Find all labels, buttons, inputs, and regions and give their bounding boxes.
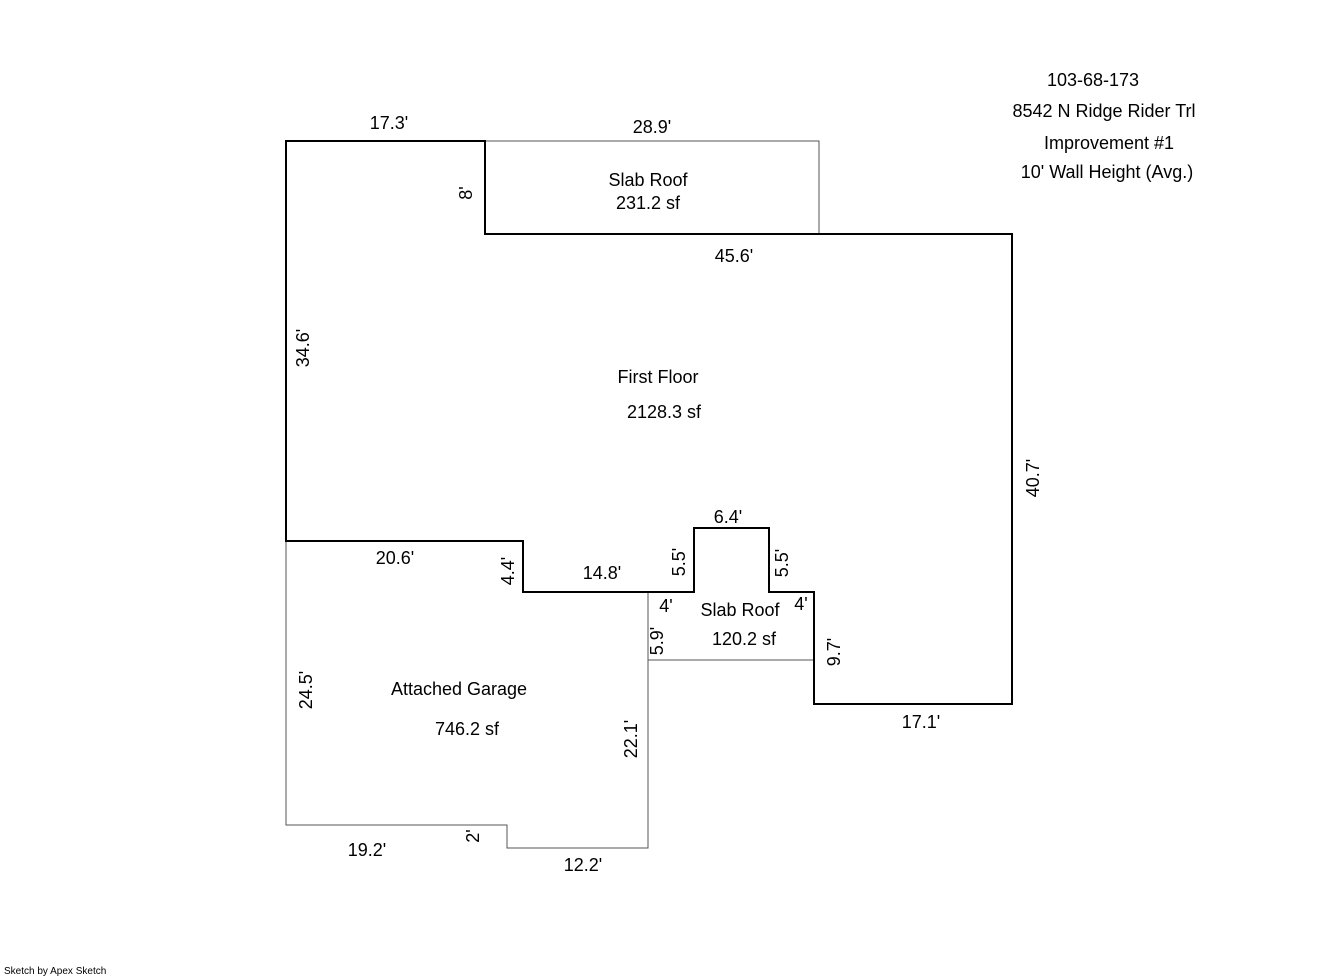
dim-20-6: 20.6' bbox=[376, 548, 414, 568]
dim-4-left: 4' bbox=[659, 596, 672, 616]
dim-22-1: 22.1' bbox=[621, 720, 641, 758]
sketch-credit: Sketch by Apex Sketch bbox=[4, 966, 107, 977]
improvement-label: Improvement #1 bbox=[1044, 133, 1174, 153]
dim-5-5-left: 5.5' bbox=[669, 548, 689, 576]
dim-8: 8' bbox=[456, 186, 476, 199]
dim-45-6: 45.6' bbox=[715, 246, 753, 266]
parcel-id: 103-68-173 bbox=[1047, 70, 1139, 90]
first-floor-outline bbox=[285, 140, 1013, 705]
dim-17-1: 17.1' bbox=[902, 712, 940, 732]
property-address: 8542 N Ridge Rider Trl bbox=[1012, 101, 1195, 121]
garage-outline bbox=[285, 541, 649, 849]
dim-34-6: 34.6' bbox=[293, 329, 313, 367]
dim-2: 2' bbox=[463, 829, 483, 842]
dim-19-2: 19.2' bbox=[348, 840, 386, 860]
slab-roof-top-name: Slab Roof bbox=[608, 170, 688, 190]
slab-roof-top-outline bbox=[485, 140, 820, 234]
dim-4-4: 4.4' bbox=[498, 557, 518, 585]
dim-14-8: 14.8' bbox=[583, 563, 621, 583]
dim-4-right: 4' bbox=[794, 594, 807, 614]
first-floor-area: 2128.3 sf bbox=[627, 402, 702, 422]
dim-12-2: 12.2' bbox=[564, 855, 602, 875]
dim-40-7: 40.7' bbox=[1023, 459, 1043, 497]
dim-9-7: 9.7' bbox=[824, 638, 844, 666]
first-floor-name: First Floor bbox=[618, 367, 699, 387]
slab-roof-bottom-area: 120.2 sf bbox=[712, 629, 777, 649]
dim-6-4: 6.4' bbox=[714, 507, 742, 527]
garage-area: 746.2 sf bbox=[435, 719, 500, 739]
dim-5-9: 5.9' bbox=[647, 627, 667, 655]
wall-height-label: 10' Wall Height (Avg.) bbox=[1021, 162, 1194, 182]
slab-roof-top-area: 231.2 sf bbox=[616, 193, 681, 213]
dim-24-5: 24.5' bbox=[296, 671, 316, 709]
garage-name: Attached Garage bbox=[391, 679, 527, 699]
dim-28-9: 28.9' bbox=[633, 117, 671, 137]
slab-roof-bottom-name: Slab Roof bbox=[700, 600, 780, 620]
dim-5-5-right: 5.5' bbox=[772, 549, 792, 577]
dim-17-3: 17.3' bbox=[370, 113, 408, 133]
